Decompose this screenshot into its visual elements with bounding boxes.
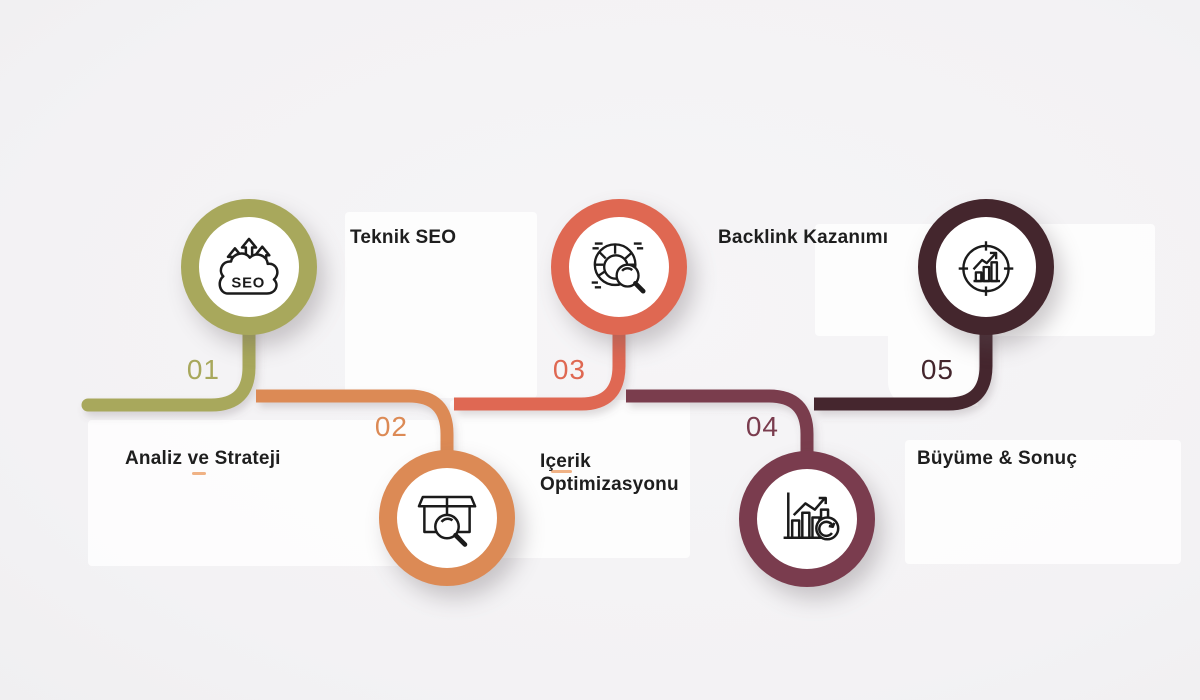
step-circle-4 xyxy=(739,451,875,587)
svg-text:SEO: SEO xyxy=(231,275,265,291)
step-circle-5 xyxy=(918,199,1054,335)
step-number-1: 01 xyxy=(186,354,220,385)
bar-chart-refresh-icon xyxy=(783,492,840,541)
donut-chart-magnifier-icon xyxy=(591,242,646,294)
step-circle-1: SEO xyxy=(181,199,317,335)
segment-step-4 xyxy=(626,389,814,456)
segment-step-2 xyxy=(256,389,454,456)
step-number-2: 02 xyxy=(374,411,408,442)
step-label-analiz-ve-strateji: Analiz ve Strateji xyxy=(125,448,281,469)
step-number-3: 03 xyxy=(552,354,586,385)
step-label-backlink-kazanimi: Backlink Kazanımı xyxy=(718,227,889,248)
background-panel xyxy=(888,336,978,406)
accent-dash xyxy=(551,470,572,473)
step-number-4: 04 xyxy=(745,411,779,442)
accent-dash xyxy=(192,472,206,475)
step-label-buyume-sonuc: Büyüme & Sonuç xyxy=(917,448,1078,469)
step-label-teknik-seo: Teknik SEO xyxy=(350,227,457,248)
background-panel xyxy=(905,440,1181,564)
segment-step-3 xyxy=(454,328,626,411)
target-growth-chart-icon xyxy=(958,241,1014,296)
background-panel xyxy=(345,212,537,398)
step-number-5: 05 xyxy=(920,354,954,385)
segment-step-5 xyxy=(814,328,993,411)
step-circle-2 xyxy=(379,450,515,586)
step-label-icerik-optimizasyonu: Içerik Optimizasyonu xyxy=(540,451,679,495)
seo-cloud-arrows-icon: SEO xyxy=(218,237,279,295)
segment-step-1 xyxy=(81,321,256,412)
step-circle-3 xyxy=(551,199,687,335)
open-box-magnifier-icon xyxy=(417,495,477,547)
